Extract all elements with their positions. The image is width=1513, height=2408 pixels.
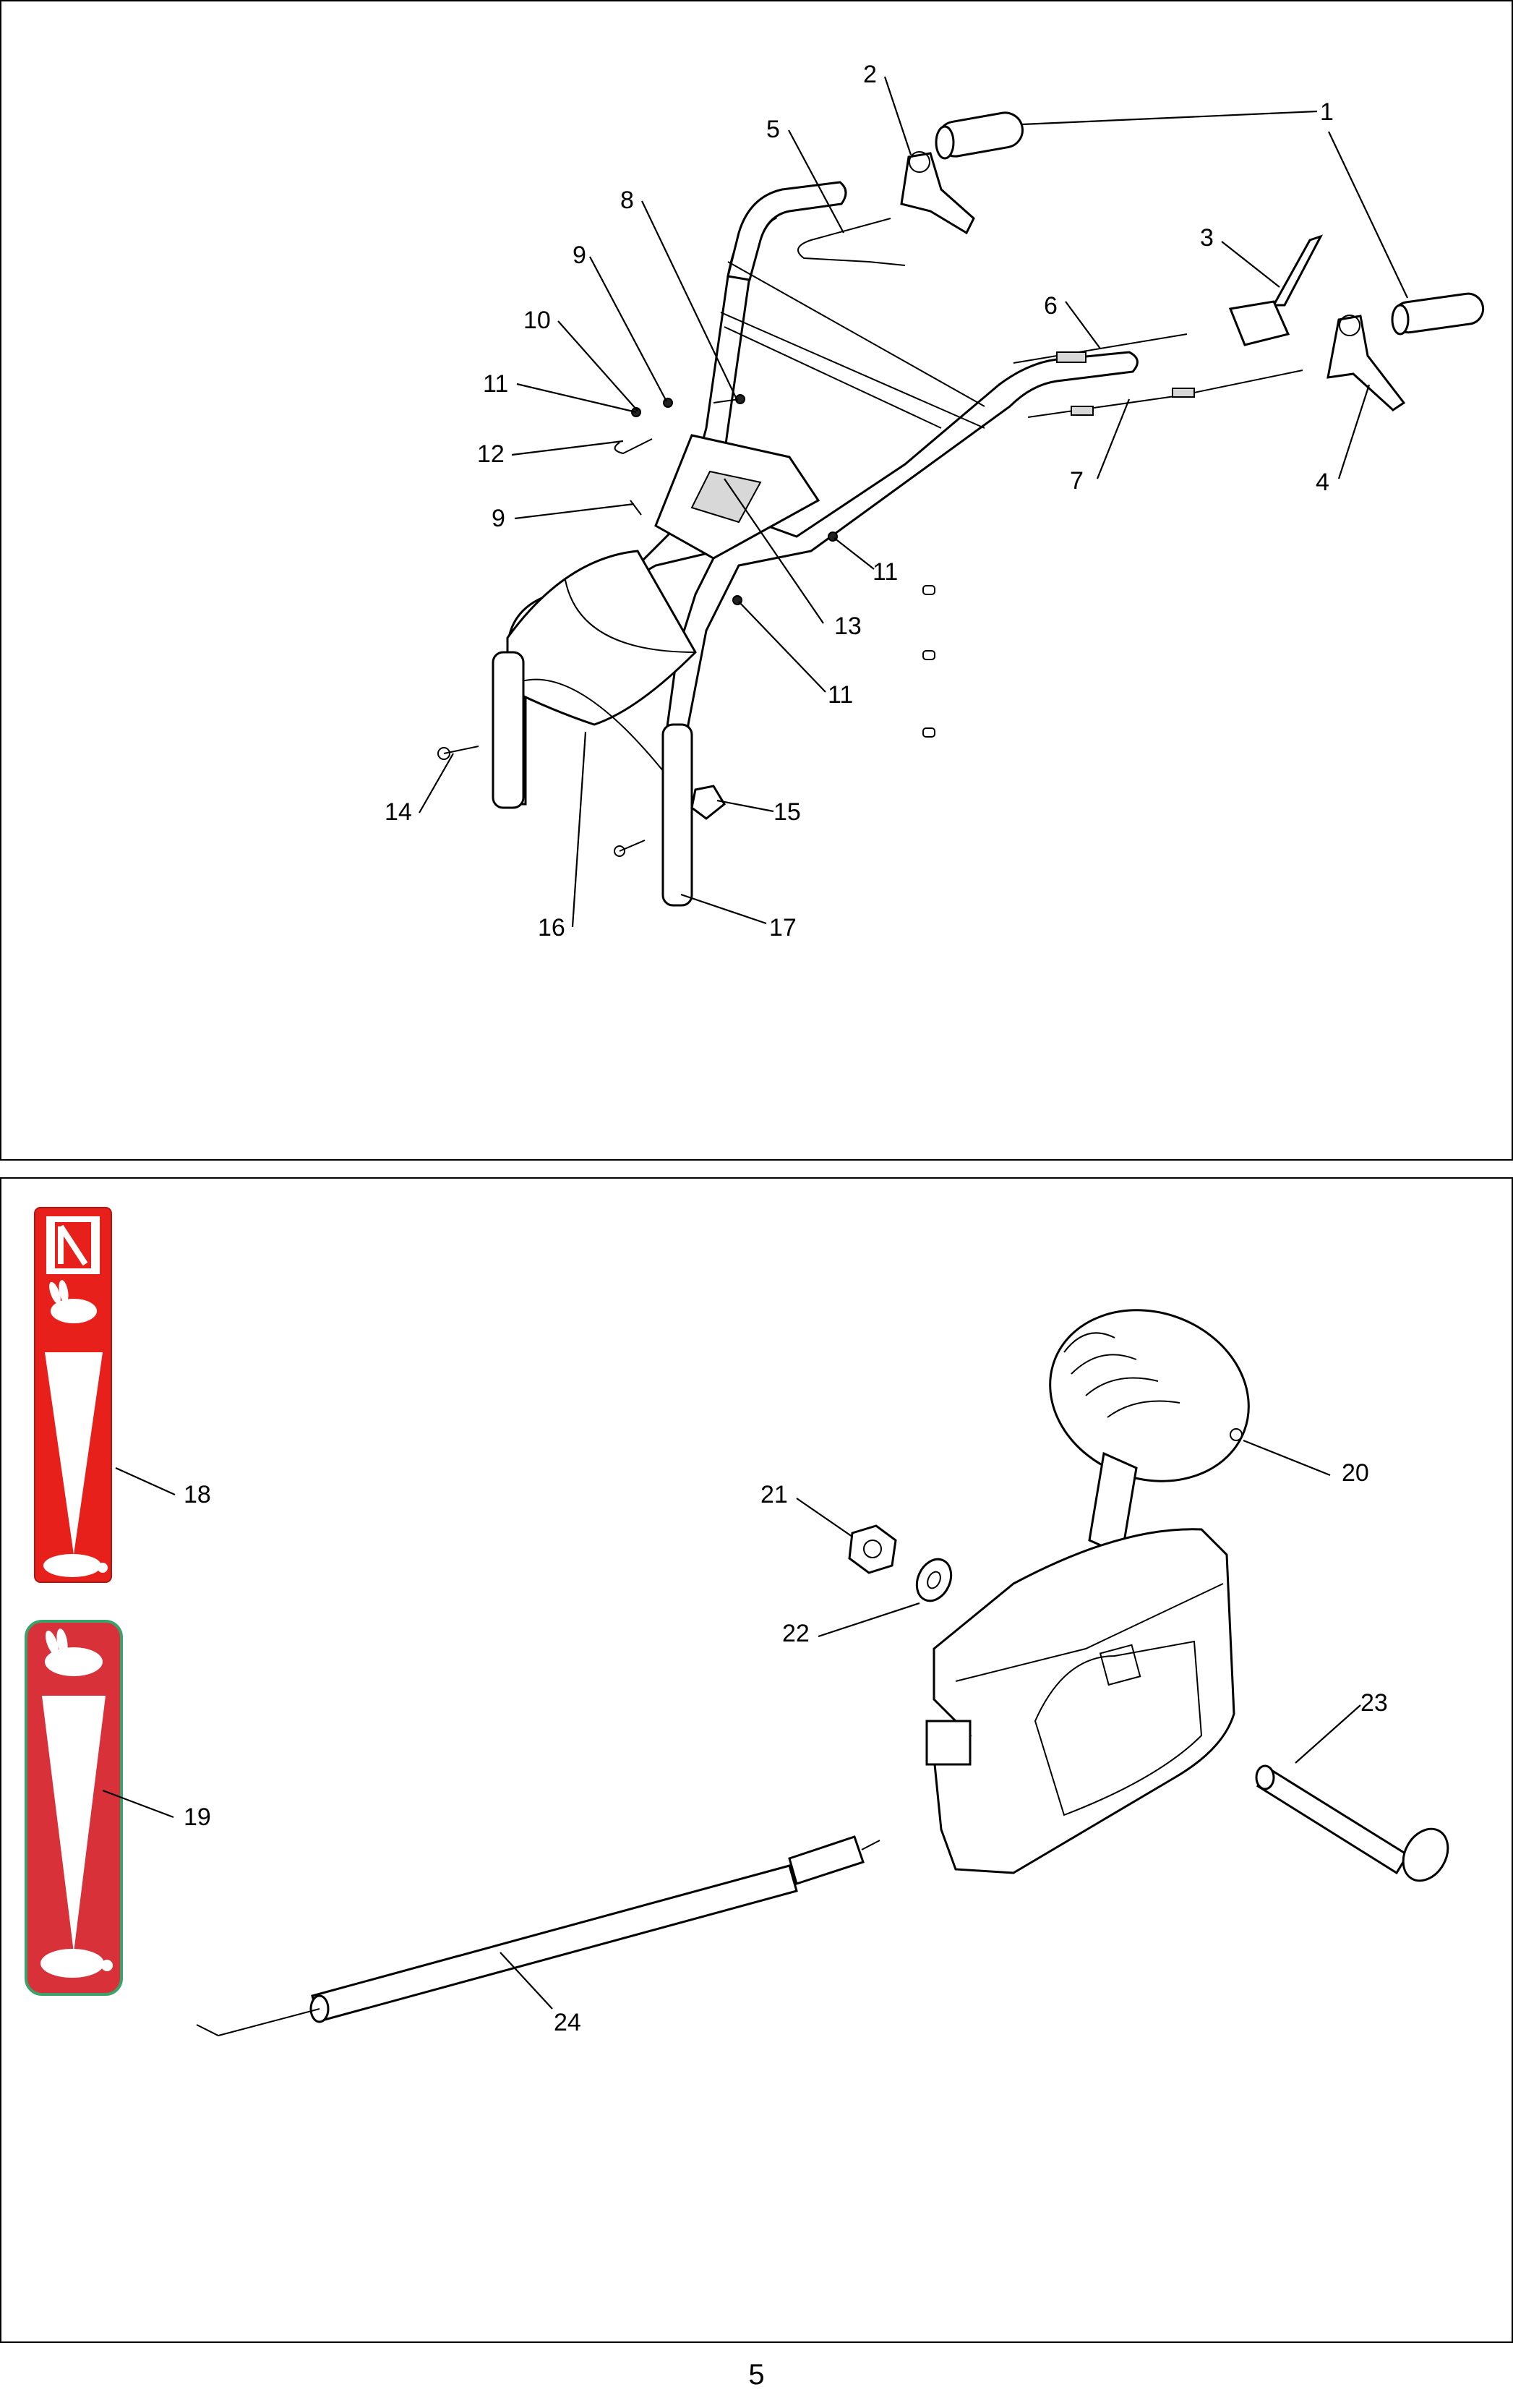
leader-lines (419, 76, 1408, 928)
hardware-fasteners (437, 394, 935, 857)
callout-labels-bottom: 18 19 20 21 22 23 24 (184, 1459, 1388, 2036)
callout-18: 18 (184, 1481, 211, 1508)
control-levers (900, 151, 1406, 411)
callout-3: 3 (1200, 224, 1214, 252)
handlebar-frame (492, 181, 1139, 907)
shift-control-exploded-view-panel: 18 19 20 21 22 23 24 (0, 1177, 1513, 2343)
shift-knob (1049, 1309, 1250, 1557)
page-number: 5 (748, 2359, 765, 2391)
callout-14: 14 (385, 798, 412, 826)
shift-rod (196, 1835, 880, 2037)
callout-9b: 9 (492, 505, 505, 532)
callout-11: 11 (483, 370, 508, 398)
handlebar-exploded-diagram: 1 2 3 4 5 6 7 8 9 10 11 12 9 11 13 11 14… (385, 61, 1485, 942)
speed-decal-19 (25, 1620, 123, 1996)
speed-decal-18 (34, 1207, 112, 1583)
callout-12: 12 (477, 440, 505, 468)
callout-13: 13 (834, 612, 862, 640)
callout-23: 23 (1360, 1689, 1388, 1717)
callout-11b: 11 (873, 558, 898, 586)
rabbit-icon (49, 1280, 97, 1323)
pivot-pin (1255, 1764, 1449, 1882)
handle-grips (935, 111, 1485, 336)
callout-19: 19 (184, 1803, 211, 1831)
callout-2: 2 (863, 61, 877, 88)
hex-nut (848, 1524, 897, 1574)
callout-20: 20 (1342, 1459, 1369, 1487)
callout-labels: 1 2 3 4 5 6 7 8 9 10 11 12 9 11 13 11 14… (385, 61, 1334, 942)
callout-8: 8 (620, 187, 634, 214)
callout-4: 4 (1316, 469, 1329, 496)
callout-15: 15 (773, 798, 801, 826)
leader-lines-bottom (102, 1439, 1361, 2010)
callout-10: 10 (523, 307, 551, 334)
callout-16: 16 (538, 914, 565, 942)
callout-9: 9 (573, 242, 586, 269)
rabbit-icon (45, 1628, 103, 1676)
flat-washer (915, 1558, 953, 1602)
turtle-icon (43, 1554, 108, 1577)
shift-housing (925, 1528, 1235, 1874)
callout-17: 17 (769, 914, 797, 942)
handlebar-exploded-view-panel: 1 2 3 4 5 6 7 8 9 10 11 12 9 11 13 11 14… (0, 0, 1513, 1161)
callout-6: 6 (1044, 292, 1058, 320)
callout-7: 7 (1070, 467, 1084, 495)
callout-11c: 11 (828, 681, 853, 709)
callout-5: 5 (766, 116, 780, 143)
callout-21: 21 (760, 1481, 788, 1508)
turtle-icon (40, 1949, 113, 1978)
callout-24: 24 (554, 2009, 581, 2036)
callout-22: 22 (782, 1620, 810, 1647)
callout-1: 1 (1320, 98, 1334, 126)
shift-control-exploded-diagram: 18 19 20 21 22 23 24 (25, 1207, 1449, 2037)
